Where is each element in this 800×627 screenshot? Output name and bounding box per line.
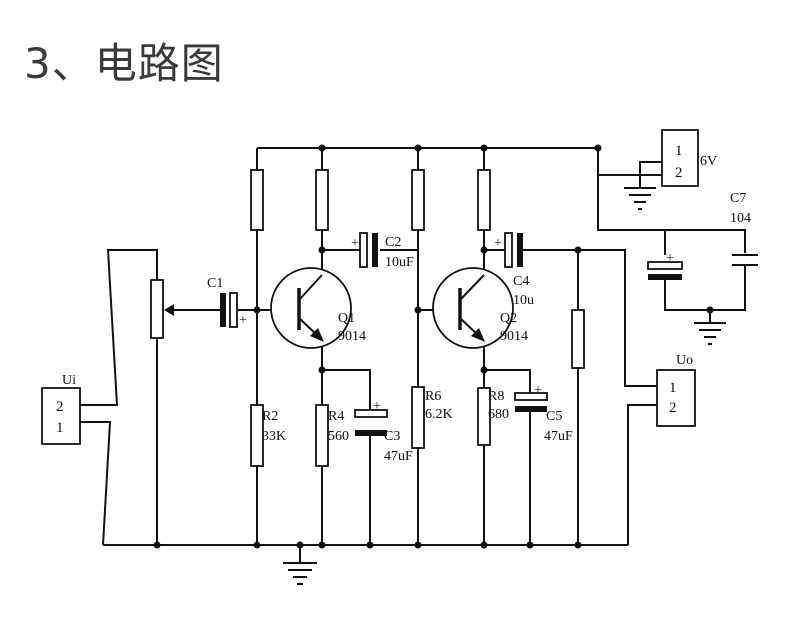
q2-ref: Q2 [500,311,517,326]
r4-ref: R4 [328,409,344,424]
capacitor-c6: + [647,251,683,280]
c6-polarity: + [666,251,674,266]
c5-value: 47uF [544,429,573,444]
capacitor-c4: + [494,232,523,268]
q1-ref: Q1 [338,311,355,326]
resistor-r8 [477,387,491,446]
c4-ref: C4 [513,274,529,289]
c3-ref: C3 [384,429,400,444]
c5-ref: C5 [546,409,562,424]
input-pin-top: 2 [56,399,64,415]
potentiometer [150,279,184,339]
transistor-q1 [270,267,352,349]
capacitor-c5: + [514,383,548,412]
c1-polarity: + [239,313,247,328]
ground-symbol-supply [624,187,656,210]
c5-polarity: + [534,383,542,398]
capacitor-c7 [732,254,758,266]
c7-ref: C7 [730,191,746,206]
r2-ref: R2 [262,409,278,424]
r2-value: 33K [262,429,286,444]
component-labels: C1 C2 10uF Q1 9014 R2 33K R4 560 C3 47uF… [207,191,751,464]
c7-value: 104 [730,211,751,226]
input-pin-bottom: 1 [56,420,64,436]
input-connector: Ui 2 1 [41,373,81,445]
capacitor-c2: + [351,232,378,268]
wires [80,147,746,562]
resistor-r-top-4 [477,169,491,231]
r8-ref: R8 [488,389,504,404]
output-pin-bottom: 2 [669,400,677,416]
output-connector: Uo 1 2 [656,353,696,427]
output-label: Uo [676,353,693,368]
c2-value: 10uF [385,255,414,270]
input-label: Ui [62,373,76,388]
capacitor-c1: + [220,292,247,328]
c4-value: 10u [513,293,534,308]
resistor-r4 [315,404,329,467]
c2-ref: C2 [385,235,401,250]
transistor-q2 [432,267,514,349]
ground-symbol-filter [694,322,726,345]
resistor-r-top-3 [411,169,425,231]
c3-value: 47uF [384,449,413,464]
c4-polarity: + [494,236,502,251]
r6-value: 6.2K [425,407,453,422]
resistor-r6 [411,386,425,449]
q1-value: 9014 [338,329,366,344]
r4-value: 560 [328,429,349,444]
power-connector: 6V 1 2 [661,129,717,187]
q2-value: 9014 [500,329,528,344]
capacitor-c3: + [354,399,388,436]
c3-polarity: + [373,399,381,414]
r6-ref: R6 [425,389,441,404]
resistor-r2 [250,404,264,467]
r8-value: 680 [488,407,509,422]
ground-symbol-main [283,562,317,585]
resistor-r-top-2 [315,169,329,231]
junction-dots [153,144,714,549]
c2-polarity: + [351,236,359,251]
power-label: 6V [700,154,717,169]
page-title: 3、电路图 [24,39,224,88]
resistor-r-top-1 [250,169,264,231]
output-pin-top: 1 [669,380,677,396]
resistor-load [571,309,585,369]
c1-ref: C1 [207,276,223,291]
power-pin-bottom: 2 [675,165,683,181]
power-pin-top: 1 [675,143,683,159]
